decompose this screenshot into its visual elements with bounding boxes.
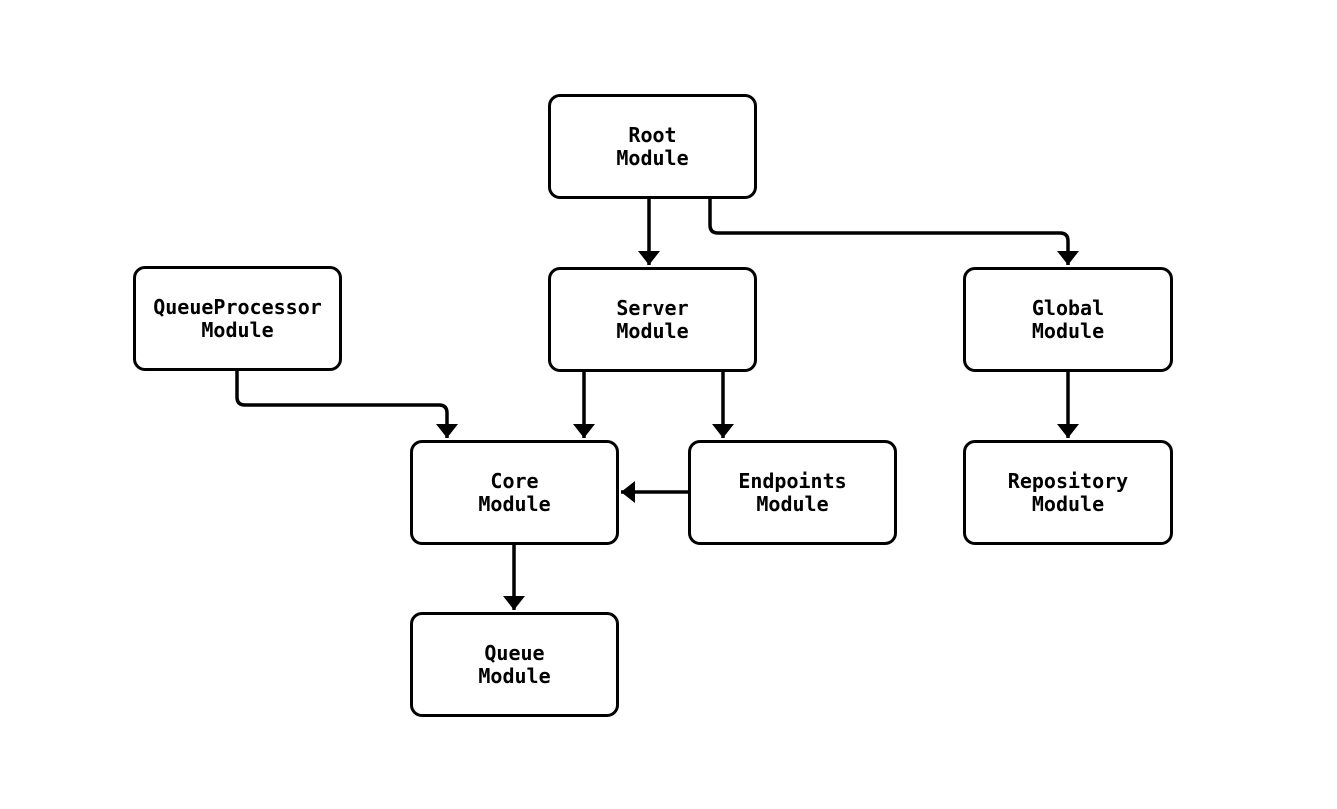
edge-queueprocessor-to-core	[235, 371, 458, 438]
node-repository-module-label: Repository Module	[1007, 468, 1129, 516]
node-root-module: Root Module	[548, 94, 757, 199]
node-global-module-label: Global Module	[1031, 295, 1105, 343]
node-server-module-label: Server Module	[616, 295, 689, 343]
node-core-module: Core Module	[410, 440, 619, 545]
node-root-module-label: Root Module	[616, 122, 689, 170]
node-queue-module: Queue Module	[410, 612, 619, 717]
node-server-module: Server Module	[548, 267, 757, 372]
node-queueprocessor-module: QueueProcessor Module	[133, 266, 342, 371]
edge-root-to-global	[708, 197, 1079, 265]
node-queue-module-label: Queue Module	[478, 640, 551, 688]
node-queueprocessor-module-label: QueueProcessor Module	[153, 294, 322, 342]
node-endpoints-module-label: Endpoints Module	[738, 468, 847, 516]
node-repository-module: Repository Module	[963, 440, 1173, 545]
node-endpoints-module: Endpoints Module	[688, 440, 897, 545]
node-global-module: Global Module	[963, 267, 1173, 372]
node-core-module-label: Core Module	[478, 468, 551, 516]
